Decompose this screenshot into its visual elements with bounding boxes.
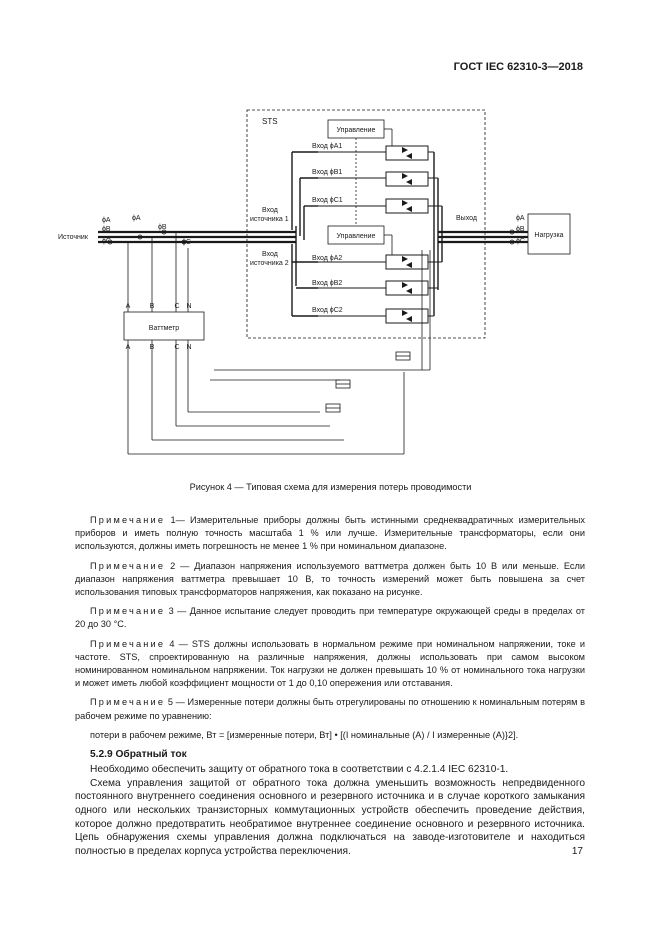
note-1: Примечание 1— Измерительные приборы долж… (75, 514, 585, 554)
phase-c-left: ϕC (102, 238, 111, 245)
phase-b-right: ϕB (516, 226, 525, 233)
phase-a-right: ϕA (516, 215, 525, 222)
note-2: Примечание 2 — Диапазон напряжения испол… (75, 560, 585, 600)
note-label: Примечание (90, 638, 166, 649)
input-b2-label: Вход ϕB2 (312, 280, 342, 287)
source-label: Источник (58, 234, 89, 241)
control-label-bottom: Управление (337, 233, 376, 240)
input-c1-label: Вход ϕC1 (312, 197, 343, 204)
meter-top-b: B (150, 303, 155, 310)
note-label: Примечание (90, 697, 166, 708)
section-body: Необходимо обеспечить защиту от обратног… (75, 763, 585, 858)
phase-c-tap: ϕC (182, 239, 191, 246)
document-header: ГОСТ IEC 62310-3—2018 (453, 61, 583, 73)
note-3: Примечание 3 — Данное испытание следует … (75, 605, 585, 631)
conduction-loss-diagram: STS Управление Управление Вход ϕA1 Вход … (58, 109, 571, 455)
output-label: Выход (456, 215, 477, 222)
note-4: Примечание 4 — STS должны использовать в… (75, 638, 585, 691)
meter-bottom-b: B (150, 344, 155, 351)
phase-b-tap: ϕB (158, 224, 167, 231)
source2-label-line2: источника 2 (250, 260, 289, 267)
wattmeter-label: Ваттметр (149, 325, 179, 332)
sts-label: STS (262, 117, 278, 126)
source1-label-line1: Вход (262, 207, 278, 214)
phase-b-left: ϕB (102, 226, 111, 233)
input-c2-label: Вход ϕC2 (312, 307, 343, 314)
note-label: Примечание (90, 606, 166, 617)
note-label: Примечание (90, 560, 166, 571)
note-text: 1— Измерительные приборы должны быть ист… (75, 515, 585, 552)
meter-top-n: N (186, 303, 191, 310)
meter-top-a: A (126, 303, 131, 310)
note-text: 5 — Измеренные потери должны быть отрегу… (75, 697, 585, 721)
phase-a-left: ϕA (102, 217, 111, 224)
meter-bottom-a: A (126, 344, 131, 351)
meter-bottom-n: N (186, 344, 191, 351)
note-label: Примечание (90, 515, 166, 525)
section-title: 5.2.9 Обратный ток (90, 749, 187, 761)
input-a2-label: Вход ϕA2 (312, 255, 342, 262)
note-text: 2 — Диапазон напряжения используемого ва… (75, 560, 585, 598)
meter-bottom-c: C (174, 344, 179, 351)
loss-formula: потери в рабочем режиме, Вт = [измеренны… (90, 729, 519, 740)
control-label-top: Управление (337, 127, 376, 134)
source2-label-line1: Вход (262, 251, 278, 258)
section-paragraph-1: Необходимо обеспечить защиту от обратног… (90, 764, 509, 776)
load-label: Нагрузка (534, 232, 563, 239)
phase-c-right: ϕC (516, 238, 525, 245)
input-b1-label: Вход ϕB1 (312, 169, 342, 176)
note-text: 3 — Данное испытание следует проводить п… (75, 606, 585, 630)
input-a1-label: Вход ϕA1 (312, 143, 342, 150)
section-paragraph-2: Схема управления защитой от обратного то… (75, 777, 585, 857)
note-5: Примечание 5 — Измеренные потери должны … (75, 696, 585, 722)
page-number: 17 (571, 846, 583, 857)
source1-label-line2: источника 1 (250, 216, 289, 223)
phase-a-tap: ϕA (132, 215, 141, 222)
meter-top-c: C (174, 303, 179, 310)
figure-caption: Рисунок 4 — Типовая схема для измерения … (189, 482, 472, 492)
note-text: 4 — STS должны использовать в нормальном… (75, 638, 585, 689)
notes-block: Примечание 1— Измерительные приборы долж… (75, 514, 585, 858)
